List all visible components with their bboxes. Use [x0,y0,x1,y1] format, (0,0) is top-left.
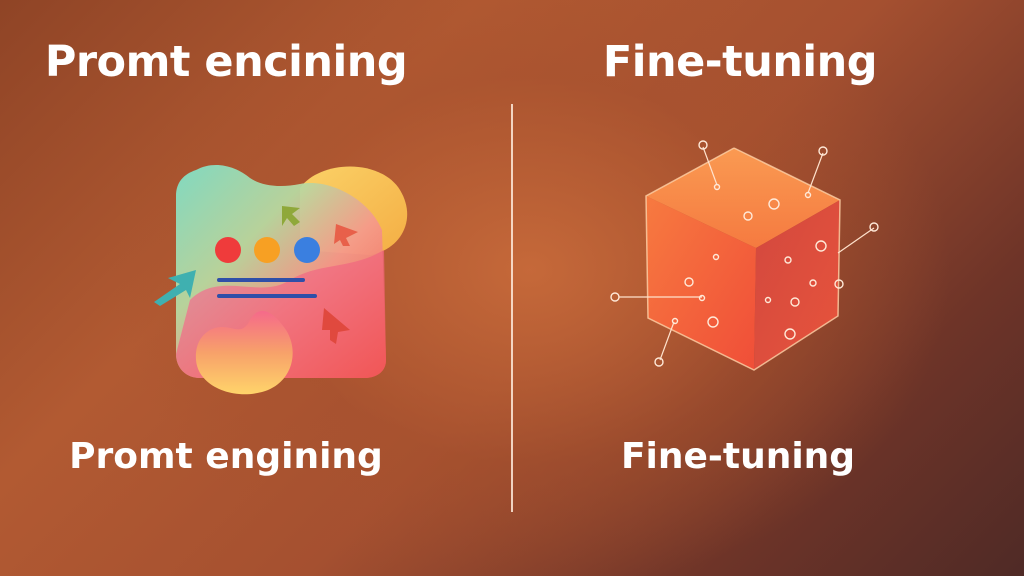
particle-circle [804,191,812,199]
fine-tuning-panel: Fine-tuning [512,0,1024,576]
particle-circle [790,297,800,307]
particle-circle [698,294,706,302]
particle-circle [713,183,721,191]
cube-icon [610,140,879,371]
cube-top-face [646,148,840,248]
particle-circle [784,328,796,340]
node-circle [818,146,828,156]
fine-tuning-caption: Fine-tuning [620,436,856,477]
particle-circle [764,296,772,304]
particle-circle [684,277,694,287]
particle-circle [768,198,780,210]
cube-left-face [646,196,756,370]
particle-circle [834,279,844,289]
flame-shape [195,311,293,395]
prompt-window-icon [154,164,408,395]
fine-tuning-title: Fine-tuning [602,37,878,87]
arrow-small-icon [322,308,350,344]
red-dot-icon [215,237,241,263]
node-circle [654,357,664,367]
particle-circle [809,279,817,287]
particle-circle [743,211,753,221]
text-line-icon [217,294,317,298]
arrow-down-icon [282,206,300,226]
arrow-right-icon [334,224,358,246]
prompt-engineering-title: Promt encining [44,37,408,87]
particle-circle [707,316,719,328]
node-circle [610,292,620,302]
orange-dot-icon [254,237,280,263]
blue-dot-icon [294,237,320,263]
particle-circle [671,317,679,325]
cube-right-face [754,200,840,370]
prompt-engineering-panel: Promt encining [44,37,408,477]
particle-circle [712,253,720,261]
node-circle [698,140,708,150]
prompt-engineering-caption: Promt engining [69,436,383,477]
particle-circle [815,240,827,252]
particle-circle [784,256,792,264]
arrow-left-icon [154,270,196,306]
text-line-icon [217,278,305,282]
node-circle [869,222,879,232]
center-divider [511,104,513,512]
